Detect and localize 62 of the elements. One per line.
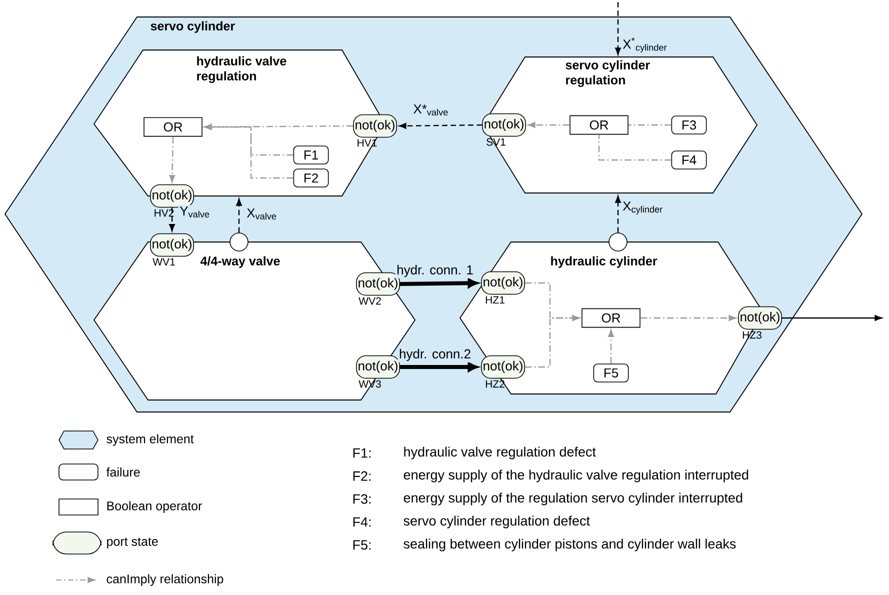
port-circle: [608, 232, 628, 252]
boolean-operator: OR: [582, 308, 640, 328]
port-label: WV1: [152, 258, 175, 266]
edge-label: hydr. conn.2: [398, 348, 472, 362]
arrow: [608, 330, 614, 364]
legend-label: Boolean operator: [107, 501, 202, 513]
port-state: not(ok): [356, 272, 400, 296]
edge-label: X$_{valve}$: [245, 207, 279, 221]
edge-label: X$_{cylinder}$: [621, 200, 665, 216]
failure-code: F5:: [353, 540, 371, 550]
failure-box: F1: [293, 146, 329, 164]
port-state: not(ok): [353, 114, 397, 138]
failure-code: F3:: [353, 494, 371, 504]
port-state: not(ok): [738, 306, 782, 330]
port-state: not(ok): [481, 271, 525, 295]
failure-code: F4:: [353, 517, 371, 527]
failure-description: servo cylinder regulation defect: [404, 516, 590, 528]
port-label: HZ1: [486, 296, 504, 304]
port-state: not(ok): [482, 113, 526, 137]
arrow: [204, 124, 294, 179]
failure-box: F3: [671, 116, 707, 134]
arrow: [236, 198, 242, 233]
failure-description: hydraulic valve regulation defect: [404, 446, 596, 460]
port-state: not(ok): [150, 233, 194, 257]
arrow: [524, 315, 580, 368]
connector-line: [598, 134, 672, 161]
port-state: not(ok): [150, 184, 194, 208]
legend-label: port state: [107, 538, 158, 548]
port-circle: [230, 232, 248, 252]
failure-description: sealing between cylinder pistons and cylinder wall leaks: [404, 538, 736, 552]
arrow: [615, 196, 621, 233]
connector-line: [628, 124, 672, 126]
arrow: [528, 122, 570, 128]
boolean-operator: OR: [570, 115, 628, 135]
legend-label: failure: [106, 467, 140, 477]
arrow: [169, 208, 175, 232]
failure-box: F4: [671, 150, 707, 170]
failure-description: energy supply of the regulation servo cylinder interrupted: [404, 492, 742, 506]
arrow: [400, 362, 478, 372]
failure-description: energy supply of the hydraulic valve regulation interrupted: [404, 470, 748, 482]
edge-label: hydr. conn. 1: [395, 264, 475, 278]
edge-label: X*$_{valve}$: [412, 103, 450, 117]
failure-code: F1:: [353, 448, 371, 458]
port-state: not(ok): [356, 355, 400, 379]
arrow: [400, 278, 478, 288]
port-label: HV2: [154, 209, 174, 217]
legend-label: system element: [106, 434, 194, 446]
arrow: [782, 315, 882, 321]
arrow: [398, 122, 482, 129]
boolean-operator: OR: [144, 117, 202, 137]
port-label: WV2: [358, 297, 381, 305]
arrow: [169, 136, 176, 182]
port-label: HZ2: [486, 380, 504, 388]
edge-label: Y$_{valve}$: [178, 205, 212, 219]
failure-box: F5: [593, 364, 629, 382]
arrow: [640, 315, 736, 321]
legend-label: canImply relationship: [106, 574, 224, 586]
failure-code: F2:: [353, 471, 371, 481]
arrow: [615, 2, 621, 55]
edge-label: X$^{*}$cylinder: [621, 36, 669, 54]
failure-box: F2: [293, 168, 329, 188]
port-state: not(ok): [481, 355, 525, 379]
